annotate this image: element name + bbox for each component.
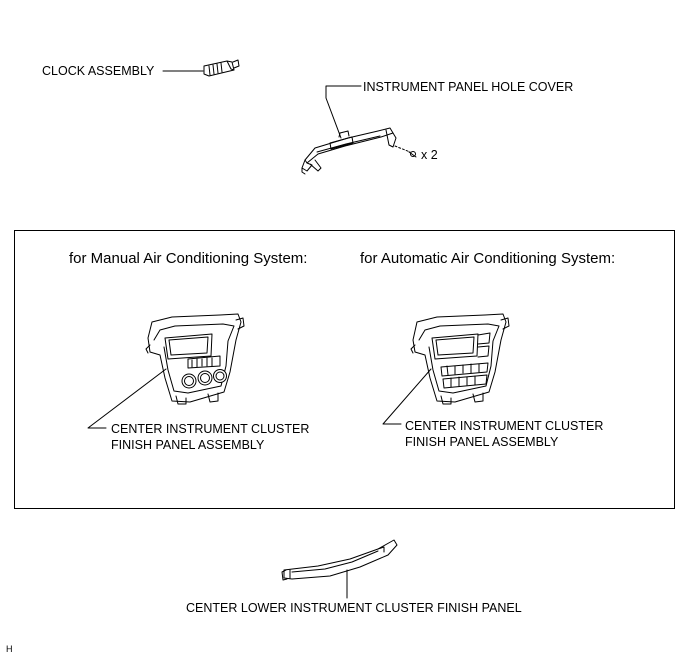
hole-cover-leader-line [325,85,362,139]
screw-count-label: x 2 [421,148,438,162]
corner-mark: H [6,644,13,654]
manual-panel-label-line2: FINISH PANEL ASSEMBLY [111,438,265,452]
clock-assembly-part [162,59,240,77]
manual-ac-header: for Manual Air Conditioning System: [69,250,308,267]
auto-panel-leader-line [382,368,432,425]
hole-cover-part [301,85,417,175]
lower-panel-part [281,539,398,599]
variant-frame [14,230,675,509]
lower-panel-label: CENTER LOWER INSTRUMENT CLUSTER FINISH P… [186,601,522,615]
manual-panel-part [87,313,245,429]
auto-panel-part [382,313,510,425]
auto-panel-label-line1: CENTER INSTRUMENT CLUSTER [405,419,604,433]
manual-panel-label-line1: CENTER INSTRUMENT CLUSTER [111,422,310,436]
manual-panel-leader-line [87,368,167,429]
clock-assembly-label: CLOCK ASSEMBLY [42,64,155,78]
hole-cover-label: INSTRUMENT PANEL HOLE COVER [363,80,574,94]
automatic-ac-header: for Automatic Air Conditioning System: [360,250,616,267]
auto-panel-label-line2: FINISH PANEL ASSEMBLY [405,435,559,449]
